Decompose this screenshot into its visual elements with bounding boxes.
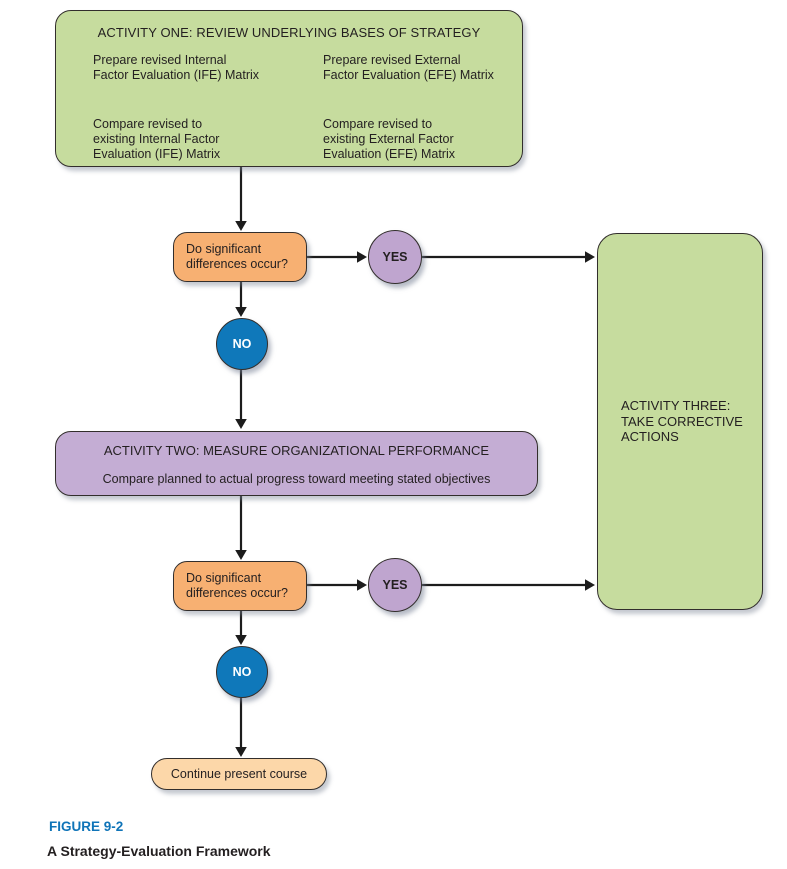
activity-one-title: ACTIVITY ONE: REVIEW UNDERLYING BASES OF… xyxy=(97,25,481,40)
yes-node-1-label: YES xyxy=(382,250,408,264)
arrow-no-two-to-continue xyxy=(235,698,247,757)
figure-label: FIGURE 9-2 xyxy=(49,819,124,834)
activity-three-title: ACTIVITY THREE: TAKE CORRECTIVE ACTIONS xyxy=(621,398,743,445)
arrow-no-one-to-activity-two xyxy=(235,370,247,429)
decision-two-question: Do significant differences occur? xyxy=(186,571,288,600)
continue-course-box: Continue present course xyxy=(151,758,327,790)
yes-node-2-label: YES xyxy=(382,578,408,592)
no-node-1-label: NO xyxy=(232,337,252,351)
arrow-decision-two-to-yes-two xyxy=(307,579,367,591)
arrow-yes-one-to-activity-three xyxy=(422,251,595,263)
arrow-activity-one-to-decision-one xyxy=(235,167,247,231)
arrow-decision-two-to-no-two xyxy=(235,611,247,645)
activity-one-box: ACTIVITY ONE: REVIEW UNDERLYING BASES OF… xyxy=(55,10,523,167)
activity-one-item-compare-efe: Compare revised to existing External Fac… xyxy=(323,117,455,161)
activity-one-item-prepare-efe: Prepare revised External Factor Evaluati… xyxy=(323,53,494,82)
decision-one-question: Do significant differences occur? xyxy=(186,242,288,271)
no-node-2: NO xyxy=(216,646,268,698)
arrow-decision-one-to-no-one xyxy=(235,282,247,317)
activity-two-body: Compare planned to actual progress towar… xyxy=(102,472,491,486)
figure-caption: FIGURE 9-2 A Strategy-Evaluation Framewo… xyxy=(47,819,271,859)
decision-one-box: Do significant differences occur? xyxy=(173,232,307,282)
activity-three-box: ACTIVITY THREE: TAKE CORRECTIVE ACTIONS xyxy=(597,233,763,610)
continue-course-label: Continue present course xyxy=(170,766,308,781)
activity-one-item-compare-ife: Compare revised to existing Internal Fac… xyxy=(93,117,221,161)
no-node-2-label: NO xyxy=(232,665,252,679)
no-node-1: NO xyxy=(216,318,268,370)
arrow-yes-two-to-activity-three xyxy=(422,579,595,591)
arrow-decision-one-to-yes-one xyxy=(307,251,367,263)
activity-one-item-prepare-ife: Prepare revised Internal Factor Evaluati… xyxy=(93,53,260,82)
yes-node-1: YES xyxy=(368,230,422,284)
yes-node-2: YES xyxy=(368,558,422,612)
decision-two-box: Do significant differences occur? xyxy=(173,561,307,611)
arrow-activity-two-to-decision-two xyxy=(235,496,247,560)
activity-two-title: ACTIVITY TWO: MEASURE ORGANIZATIONAL PER… xyxy=(103,443,490,458)
activity-two-box: ACTIVITY TWO: MEASURE ORGANIZATIONAL PER… xyxy=(55,431,538,496)
figure-title: A Strategy-Evaluation Framework xyxy=(47,843,271,859)
